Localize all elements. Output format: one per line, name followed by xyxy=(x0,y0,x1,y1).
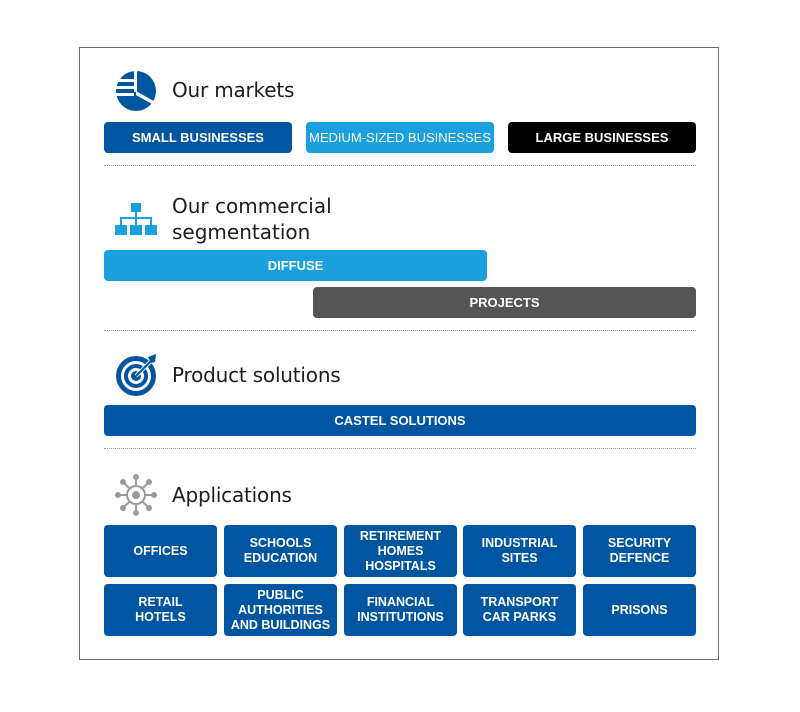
medium-businesses-bar: MEDIUM-SIZED BUSINESSES xyxy=(306,122,494,153)
application-tile-label: DEFENCE xyxy=(609,551,670,565)
application-tile-label: INSTITUTIONS xyxy=(357,610,444,624)
application-tile-label: AND BUILDINGS xyxy=(230,617,331,632)
separator xyxy=(104,330,696,331)
separator xyxy=(104,165,696,166)
separator xyxy=(104,448,696,449)
application-tile-label: AUTHORITIES xyxy=(238,602,323,617)
application-tile: PRISONS xyxy=(583,584,696,636)
segmentation-heading: Our commercial segmentation xyxy=(172,193,332,245)
network-gear-icon xyxy=(115,474,157,516)
diagram-frame xyxy=(79,47,719,660)
applications-title: Applications xyxy=(172,483,292,507)
large-businesses-bar: LARGE BUSINESSES xyxy=(508,122,696,153)
application-tile-label: EDUCATION xyxy=(243,551,318,565)
application-tile-label: SECURITY xyxy=(607,536,672,550)
application-tile-label: OFFICES xyxy=(133,543,188,558)
application-tile-label: HOMES xyxy=(377,543,424,558)
application-tile-label: RETIREMENT xyxy=(359,528,442,543)
castel-solutions-bar: CASTEL SOLUTIONS xyxy=(104,405,696,436)
small-businesses-bar: SMALL BUSINESSES xyxy=(104,122,292,153)
products-title: Product solutions xyxy=(172,363,341,387)
application-tile: OFFICES xyxy=(104,525,217,577)
diffuse-bar: DIFFUSE xyxy=(104,250,487,281)
markets-title: Our markets xyxy=(172,78,295,102)
application-tile-label: HOTELS xyxy=(135,610,186,624)
markets-heading: Our markets xyxy=(172,77,294,103)
application-tile-label: PRISONS xyxy=(611,602,668,617)
application-tile-label: TRANSPORT xyxy=(480,595,559,609)
pie-chart-icon xyxy=(115,70,159,111)
application-tile-label: SITES xyxy=(501,551,538,565)
segmentation-title-line2: segmentation xyxy=(172,220,311,244)
application-tile-label: PUBLIC xyxy=(257,587,304,602)
org-chart-icon xyxy=(115,203,157,235)
products-heading: Product solutions xyxy=(172,362,341,388)
target-icon xyxy=(116,354,156,396)
application-tile-label: CAR PARKS xyxy=(482,610,557,624)
application-tile-label: INDUSTRIAL xyxy=(481,536,558,550)
application-tile-label: SCHOOLS xyxy=(249,536,312,550)
projects-bar: PROJECTS xyxy=(313,287,696,318)
application-tile-label: HOSPITALS xyxy=(365,558,436,573)
application-tile-label: FINANCIAL xyxy=(366,595,435,609)
application-tile-label: RETAIL xyxy=(138,595,183,609)
applications-heading: Applications xyxy=(172,482,292,508)
segmentation-title-line1: Our commercial xyxy=(172,194,332,218)
